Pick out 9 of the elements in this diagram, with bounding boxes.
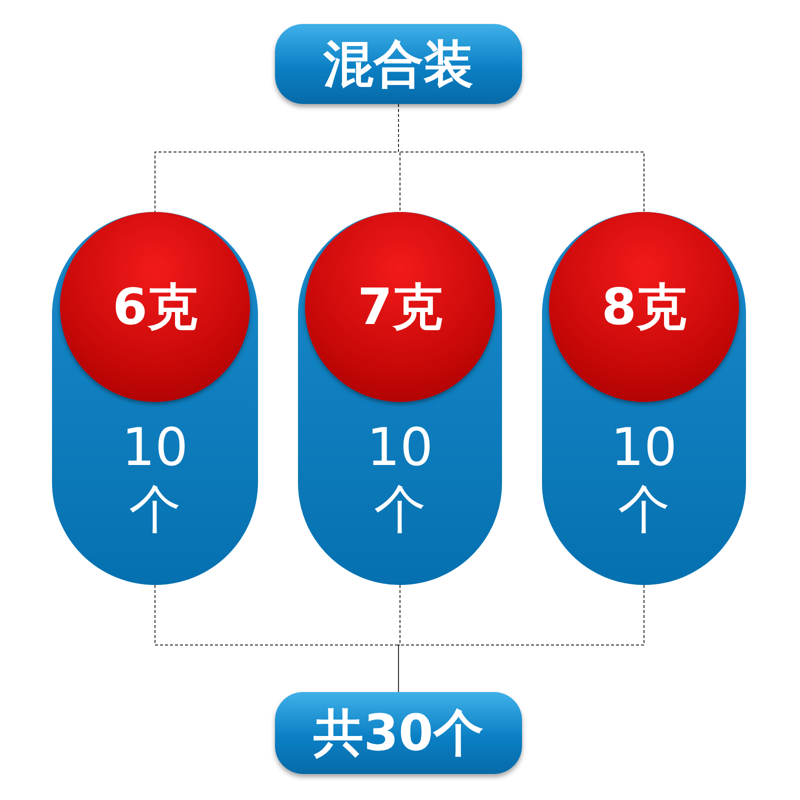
quantity-text: 10个: [610, 417, 678, 541]
quantity-text: 10个: [120, 417, 190, 541]
weight-circle: 8克: [549, 212, 739, 402]
connector-line: [398, 584, 400, 692]
title-pill: 混合装: [275, 24, 522, 104]
quantity-text: 10个: [366, 417, 434, 541]
weight-circle: 7克: [305, 212, 495, 402]
weight-circle: 6克: [60, 212, 250, 402]
total-pill: 共30个: [275, 692, 522, 774]
